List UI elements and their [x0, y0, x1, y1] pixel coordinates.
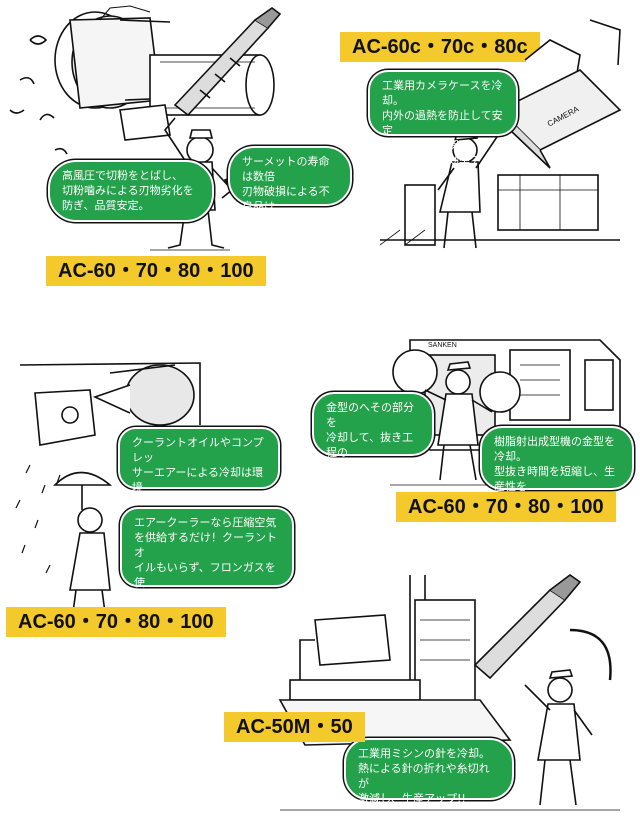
panel-molding: SANKEN 金型のへその部分を 冷却して、抜き工程の 効率をアップさせます。 … — [300, 320, 640, 520]
bubble-sewing-needle: 工業用ミシンの針を冷却。 熱による針の折れや糸切れが 激減し、生産アップ!! — [344, 738, 514, 805]
panel-camera: AC-60c・70c・80c CAMERA 工業用カメラケースを冷却。 内外の過… — [320, 0, 640, 290]
camera-illustration — [379, 19, 622, 249]
bubble-air-cooler-benefit: エアークーラーなら圧縮空気 を供給するだけ！クーラントオ イルもいらず、フロンガ… — [120, 507, 294, 604]
bubble-chip-removal: 高風圧で切粉をとばし、 切粉噛みによる刃物劣化を 防ぎ、品質安定。 — [48, 160, 214, 222]
lathe-illustration — [9, 5, 282, 251]
bubble-camera-cooling: 工業用カメラケースを冷却。 内外の過熱を防止して安定 した画像を確保。 安全、管… — [368, 70, 518, 182]
product-label-ac-60-100-c: AC-60・70・80・100 — [396, 492, 616, 522]
bubble-tool-life: サーメットの寿命は数倍 刃物破損による不良品は 激減。工数低減に — [228, 146, 352, 228]
bubble-coolant-problem: クーラントオイルやコンプレッ サーエアーによる冷却は環境 対策の問題点!! — [118, 427, 280, 509]
panel-sewing: 工業用ミシンの針を冷却。 熱による針の折れや糸切れが 激減し、生産アップ!! — [220, 570, 640, 835]
bubble-injection-mold: 樹脂射出成型機の金型を冷却。 型抜き時間を短縮し、生産性を 大幅アップ!! — [480, 426, 634, 508]
panel-environment: クーラントオイルやコンプレッ サーエアーによる冷却は環境 対策の問題点!! エア… — [0, 335, 320, 637]
panel-lathe: 高風圧で切粉をとばし、 切粉噛みによる刃物劣化を 防ぎ、品質安定。 サーメットの… — [0, 0, 352, 290]
molding-illustration — [390, 339, 621, 486]
product-label-ac-60c-80c: AC-60c・70c・80c — [340, 32, 540, 62]
product-label-ac-60-100: AC-60・70・80・100 — [46, 256, 266, 286]
machine-brand-text: SANKEN — [428, 342, 457, 349]
product-label-ac-50m-50: AC-50M・50 — [224, 712, 365, 742]
product-label-ac-60-100-b: AC-60・70・80・100 — [6, 607, 226, 637]
bubble-mold-center: 金型のへその部分を 冷却して、抜き工程の 効率をアップさせます。 — [312, 392, 434, 489]
